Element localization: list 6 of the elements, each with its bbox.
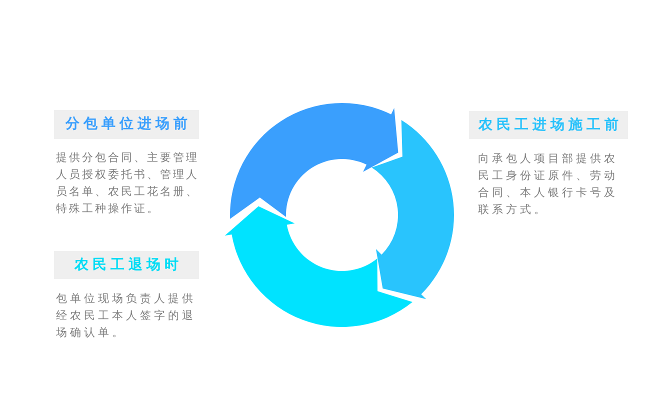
heading-label: 分包单位进场前 bbox=[54, 110, 199, 139]
heading-label: 农民工退场时 bbox=[54, 251, 199, 279]
description-text: 向承包人项目部提供农民工身份证原件、劳动合同、本人银行卡号及联系方式。 bbox=[478, 151, 619, 218]
description-text: 包单位现场负责人提供经农民工本人签字的退场确认单。 bbox=[56, 291, 197, 341]
heading-label: 农民工进场施工前 bbox=[469, 111, 628, 139]
description-text: 提供分包合同、主要管理人员授权委托书、管理人员名单、农民工花名册、特殊工种操作证。 bbox=[56, 150, 200, 217]
